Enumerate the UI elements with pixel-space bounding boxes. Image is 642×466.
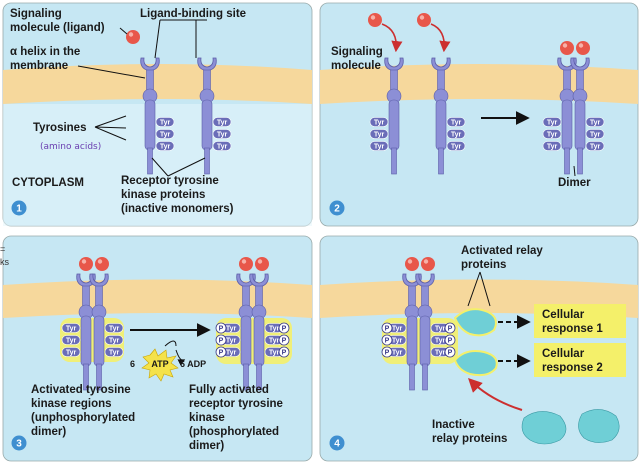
panel-1: Signaling molecule (ligand) Ligand-bindi… (2, 2, 313, 227)
fully-activated-label-4: (phosphorylated (189, 426, 279, 438)
alpha-helix-label-1: α helix in the (10, 46, 80, 58)
fully-activated-label-2: receptor tyrosine (189, 398, 283, 410)
response-2-label-1: Cellular (542, 348, 585, 360)
activated-label-1: Activated tyrosine (31, 384, 131, 396)
activated-relay-label-1: Activated relay (461, 245, 543, 257)
receptor-label-3: (inactive monomers) (121, 203, 234, 215)
atp-count: 6 (130, 359, 135, 369)
ligand-icon (126, 30, 140, 44)
inactive-relay-label-1: Inactive (432, 419, 475, 431)
step-badge-4 (329, 435, 345, 451)
activated-label-3: (unphosphorylated (31, 412, 135, 424)
panel-3: ATP 6 6 ADP Activated tyrosine kinase re… (2, 235, 313, 462)
activated-relay-label-2: proteins (461, 259, 506, 271)
fully-activated-label-3: kinase (189, 412, 225, 424)
inactive-relay-protein (521, 411, 567, 445)
step-number-2: 2 (334, 204, 340, 215)
activated-dimer (60, 257, 124, 391)
step-number-4: 4 (334, 439, 340, 450)
activated-relay-protein (453, 308, 497, 337)
response-1-label-2: response 1 (542, 323, 603, 335)
adp-label: 6 ADP (180, 359, 206, 369)
panel-1-leader-lines (77, 19, 207, 177)
phosphate-icon (278, 322, 290, 334)
dimer-label: Dimer (558, 177, 591, 189)
response-1-label-1: Cellular (542, 309, 585, 321)
inactive-relay-protein (578, 409, 620, 443)
step-badge-1 (11, 200, 27, 216)
recruitment-arrow (468, 378, 523, 411)
atp-label: ATP (151, 359, 168, 369)
inactive-relay-label-2: relay proteins (432, 433, 507, 445)
step-number-3: 3 (16, 439, 22, 450)
ligand-binding-site-label: Ligand-binding site (140, 8, 246, 20)
signaling-molecule-label-2: molecule (331, 60, 381, 72)
phosphate-icon (278, 346, 290, 358)
fully-activated-label-5: dimer) (189, 440, 224, 452)
amino-acids-note: (amino acids) (40, 142, 101, 152)
step-badge-2 (329, 200, 345, 216)
phosphate-icon (215, 346, 227, 358)
phosphorylated-dimer (381, 257, 458, 391)
binding-arrow (381, 23, 403, 53)
cellular-response-1-box (534, 304, 626, 338)
signaling-molecule-label-2: molecule (ligand) (10, 22, 105, 34)
phosphorylated-dimer (215, 257, 292, 391)
ligand-icon (417, 13, 431, 27)
margin-fragment-1: = (0, 244, 5, 254)
ligand-icon (368, 13, 382, 27)
tyrosines-label: Tyrosines (33, 122, 86, 134)
binding-arrow (430, 23, 451, 53)
fully-activated-label-1: Fully activated (189, 384, 269, 396)
alpha-helix-label-2: membrane (10, 60, 68, 72)
response-2-label-2: response 2 (542, 362, 603, 374)
phosphate-icon (278, 334, 290, 346)
cytoplasm-label: CYTOPLASM (12, 177, 84, 189)
signaling-molecule-label-1: Signaling (331, 46, 383, 58)
atp-burst-icon (141, 348, 179, 382)
step-number-1: 1 (16, 204, 22, 215)
step-badge-3 (11, 435, 27, 451)
activated-relay-protein (453, 350, 498, 377)
signaling-molecule-label-1: Signaling (10, 8, 62, 20)
panel-4: Cellular response 1 Cellular response 2 … (319, 235, 639, 462)
phosphate-icon (215, 334, 227, 346)
panel-2: Signaling molecule Dimer 2 (319, 2, 639, 227)
margin-fragment-2: ks (0, 257, 10, 267)
phosphate-icon (215, 322, 227, 334)
receptor-label-2: kinase proteins (121, 189, 205, 201)
activated-label-2: kinase regions (31, 398, 112, 410)
cellular-response-2-box (534, 343, 626, 377)
receptor-label-1: Receptor tyrosine (121, 175, 219, 187)
activated-label-4: dimer) (31, 426, 66, 438)
